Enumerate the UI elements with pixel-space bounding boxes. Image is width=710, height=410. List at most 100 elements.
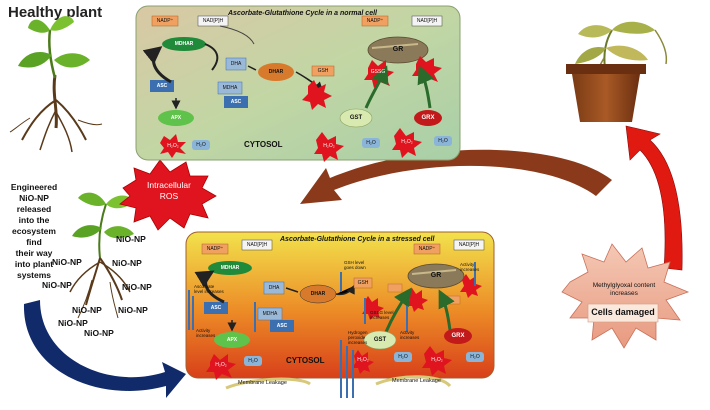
up-arrow-bar — [192, 296, 194, 330]
nadph-box — [197, 15, 229, 27]
membrane-leakage-arrow — [375, 375, 452, 388]
nadp-label: NADP⁺ — [418, 246, 436, 252]
dhar-ellipse — [258, 63, 294, 81]
gsh-label: GSH — [317, 68, 329, 74]
side-line: ecosystem — [12, 226, 56, 236]
nio-np-label: NiO-NP — [122, 282, 152, 292]
nadph-label: NAD[P]H — [458, 242, 480, 248]
mdhar-ellipse — [208, 261, 252, 275]
gst-label: GST — [373, 337, 387, 343]
apx-activity-note: Activity increases — [196, 328, 216, 338]
mdhar-ellipse — [162, 37, 206, 51]
h2o2-label: H₂O₂ — [323, 143, 335, 149]
h2o-box — [434, 136, 452, 146]
up-arrow-bar — [188, 290, 190, 330]
healthy-plant-title: Healthy plant — [8, 4, 103, 21]
mdha-label: MDHA — [262, 311, 278, 317]
asc-label: ASC — [276, 323, 288, 329]
up-arrow-bar — [364, 298, 366, 324]
apx-label: APX — [170, 115, 182, 121]
grx-label: GRX — [421, 115, 435, 121]
h2o-label: H₂O — [196, 142, 206, 148]
gsh-box — [387, 283, 403, 293]
normal-cell-elements — [142, 15, 452, 162]
side-line: NiO-NP — [19, 193, 49, 203]
stressed-cytosol-label: CYTOSOL — [286, 356, 325, 365]
gr-label: GR — [430, 272, 442, 279]
side-line: into plant — [14, 259, 54, 269]
gsh-box — [311, 65, 335, 77]
gsh-level-note: GSH level goes down — [344, 260, 366, 270]
dha-label: DHA — [268, 285, 280, 291]
nadph-label: NAD[P]H — [202, 18, 224, 24]
gssg-starburst — [362, 296, 384, 320]
side-line: their way — [15, 248, 53, 258]
mdha-box — [217, 81, 243, 95]
nadp-box — [201, 243, 229, 255]
h2o-box — [362, 138, 380, 148]
dha-box — [225, 57, 247, 71]
h2o2-starburst — [314, 132, 344, 162]
brown-curved-arrow — [300, 149, 612, 204]
gr-label: GR — [392, 46, 404, 53]
h2o-label: H₂O — [438, 138, 448, 144]
mdhar-label: MDHAR — [220, 265, 240, 271]
cells-damaged-box — [587, 303, 659, 323]
mdhar-label: MDHAR — [174, 41, 194, 47]
nio-np-label: NiO-NP — [84, 328, 114, 338]
gsh-label: GSH — [357, 280, 369, 286]
normal-cytosol-label: CYTOSOL — [244, 140, 283, 149]
nadp-box — [151, 15, 179, 27]
nadph-label: NAD[P]H — [416, 18, 438, 24]
up-arrow-bar — [352, 350, 354, 398]
nadph-box — [453, 239, 485, 251]
h2o2-starburst — [422, 346, 452, 376]
membrane-leakage-label: Membrane Leakage — [392, 378, 441, 384]
gsh-box — [353, 277, 373, 289]
side-line: released — [16, 204, 52, 214]
asc-label: ASC — [156, 83, 168, 89]
asc-box — [270, 320, 294, 332]
h2o2-label: H₂O₂ — [401, 139, 413, 145]
nadp-box — [361, 15, 389, 27]
dhar-label: DHAR — [268, 69, 284, 75]
asc-box — [224, 96, 248, 108]
up-arrow-bar — [406, 306, 408, 332]
dha-box — [263, 281, 285, 295]
grx-ellipse — [444, 328, 472, 344]
grx-label: GRX — [451, 333, 465, 339]
side-line: Engineered — [10, 182, 58, 192]
side-line: into the — [18, 215, 50, 225]
nadp-label: NADP⁺ — [366, 18, 384, 24]
nio-np-label: NiO-NP — [118, 305, 148, 315]
up-arrow-bar — [474, 262, 476, 286]
gsh-box — [445, 295, 461, 305]
h2o-box — [244, 356, 262, 366]
methylglyoxal-text: Methylglyoxal content increases — [592, 282, 656, 297]
h2o-label: H₂O — [248, 358, 258, 364]
cells-damaged-text: Cells damaged — [591, 307, 655, 317]
apx-label: APX — [226, 337, 238, 343]
mdha-label: MDHA — [222, 85, 238, 91]
gssg-label: GSSG — [370, 69, 386, 75]
h2o-label: H₂O — [366, 140, 376, 146]
gst-ellipse — [363, 330, 397, 350]
apx-ellipse — [214, 332, 250, 348]
asc-label: ASC — [210, 305, 222, 311]
gst-ellipse — [339, 108, 373, 128]
gr-activity-note: Activity increases — [460, 262, 480, 272]
nio-np-label: NiO-NP — [42, 280, 72, 290]
normal-cell-title: Ascorbate-Glutathione Cycle in a normal … — [228, 10, 377, 17]
h2o2-starburst — [352, 350, 374, 374]
gssg-level-note: GSSG level increases — [370, 310, 394, 320]
side-line: find — [26, 237, 42, 247]
nio-np-label: NiO-NP — [112, 258, 142, 268]
ros-label: Intracellular ROS — [138, 180, 200, 202]
ascorbate-level-note: Ascorbate level increases — [194, 284, 224, 294]
nio-np-plant-illustration — [69, 192, 134, 319]
side-line: systems — [16, 270, 52, 280]
h2o2-starburst — [160, 134, 186, 158]
stressed-cell-elements — [188, 239, 485, 398]
gssg-starburst — [460, 274, 482, 298]
red-curved-arrow — [625, 125, 683, 271]
